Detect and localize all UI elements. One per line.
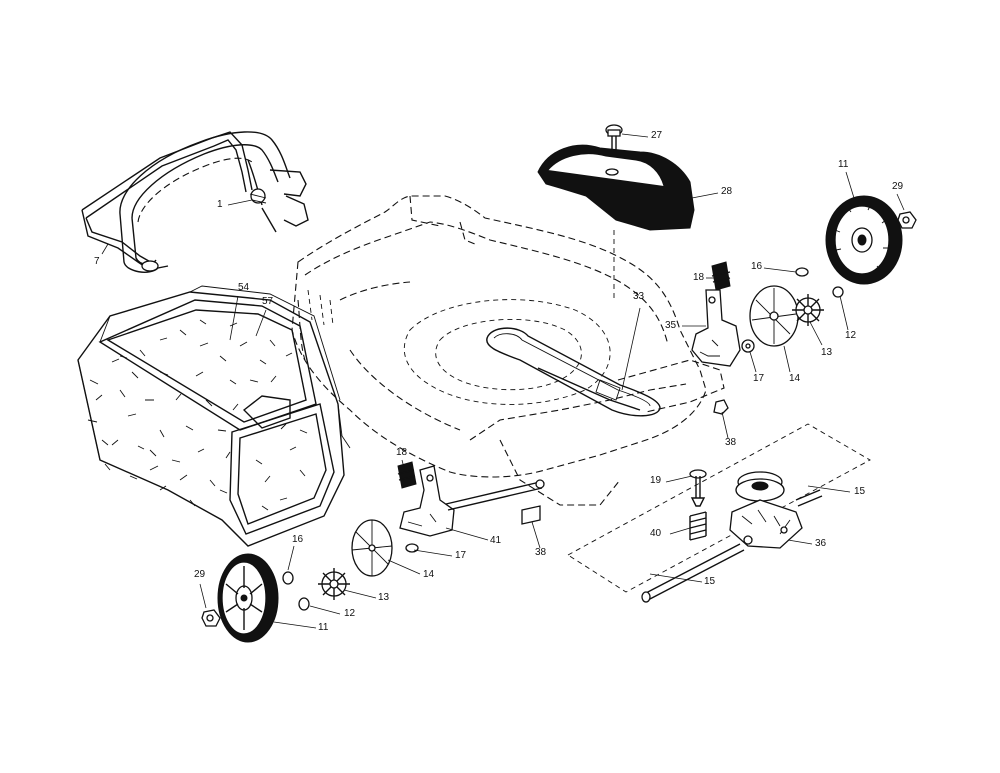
callout-38-right: 38 (725, 437, 737, 448)
callout-16-left: 16 (292, 534, 304, 545)
callout-33: 33 (633, 291, 645, 302)
handle-bail (81, 131, 253, 271)
right-gear (792, 294, 824, 326)
leader-lines (101, 133, 905, 629)
callout-29-right: 29 (892, 181, 904, 192)
callout-28: 28 (721, 186, 733, 197)
callout-17-left: 17 (455, 550, 467, 561)
right-washers (713, 267, 844, 415)
callout-15-bottom: 15 (704, 576, 716, 587)
right-wheel (825, 195, 903, 285)
callout-12-right: 12 (845, 330, 857, 341)
right-wheel-nut (897, 211, 917, 229)
callout-36: 36 (815, 538, 827, 549)
mower-deck (291, 195, 725, 506)
callout-18-left: 18 (396, 447, 408, 458)
callout-11-left: 11 (318, 622, 329, 633)
left-gear (318, 568, 350, 600)
callout-38-left: 38 (535, 547, 547, 558)
bolt (689, 469, 707, 507)
callout-27: 27 (651, 130, 663, 141)
right-hubcap (749, 285, 799, 347)
callout-14-right: 14 (789, 373, 801, 384)
left-hubcap (351, 519, 393, 577)
grass-bag (77, 285, 351, 547)
callout-40: 40 (650, 528, 662, 539)
bag-fabric-texture (87, 319, 308, 511)
callout-12-left: 12 (344, 608, 356, 619)
callout-7: 7 (94, 256, 100, 267)
callout-11-right: 11 (838, 159, 849, 170)
callout-41: 41 (490, 535, 502, 546)
callout-14-left: 14 (423, 569, 435, 580)
rear-axle (445, 479, 545, 511)
left-wheel (217, 553, 279, 643)
transmission (729, 471, 803, 549)
left-wheel-nut (201, 609, 221, 627)
cable-control (247, 159, 277, 233)
right-spring (711, 261, 731, 291)
drive-shaft (641, 489, 823, 603)
right-height-adjuster (691, 289, 741, 367)
callout-35: 35 (665, 320, 677, 331)
axle-bracket (521, 505, 541, 525)
callout-13-left: 13 (378, 592, 390, 603)
left-height-adjuster (399, 465, 455, 537)
callout-18-right: 18 (693, 272, 705, 283)
spring-40 (689, 511, 707, 541)
callout-16-right: 16 (751, 261, 763, 272)
callout-19: 19 (650, 475, 662, 486)
left-spring (397, 461, 417, 489)
transmission-inset-frame (567, 423, 871, 593)
top-cover (537, 144, 695, 231)
callout-15-top: 15 (854, 486, 866, 497)
callout-13-right: 13 (821, 347, 833, 358)
callout-54: 54 (238, 282, 250, 293)
callout-57: 57 (262, 296, 274, 307)
callout-29-left: 29 (194, 569, 206, 580)
upper-handle (119, 131, 309, 273)
screw (605, 124, 623, 300)
callout-1: 1 (217, 199, 223, 210)
drive-bail (486, 327, 661, 417)
callout-17-right: 17 (753, 373, 765, 384)
